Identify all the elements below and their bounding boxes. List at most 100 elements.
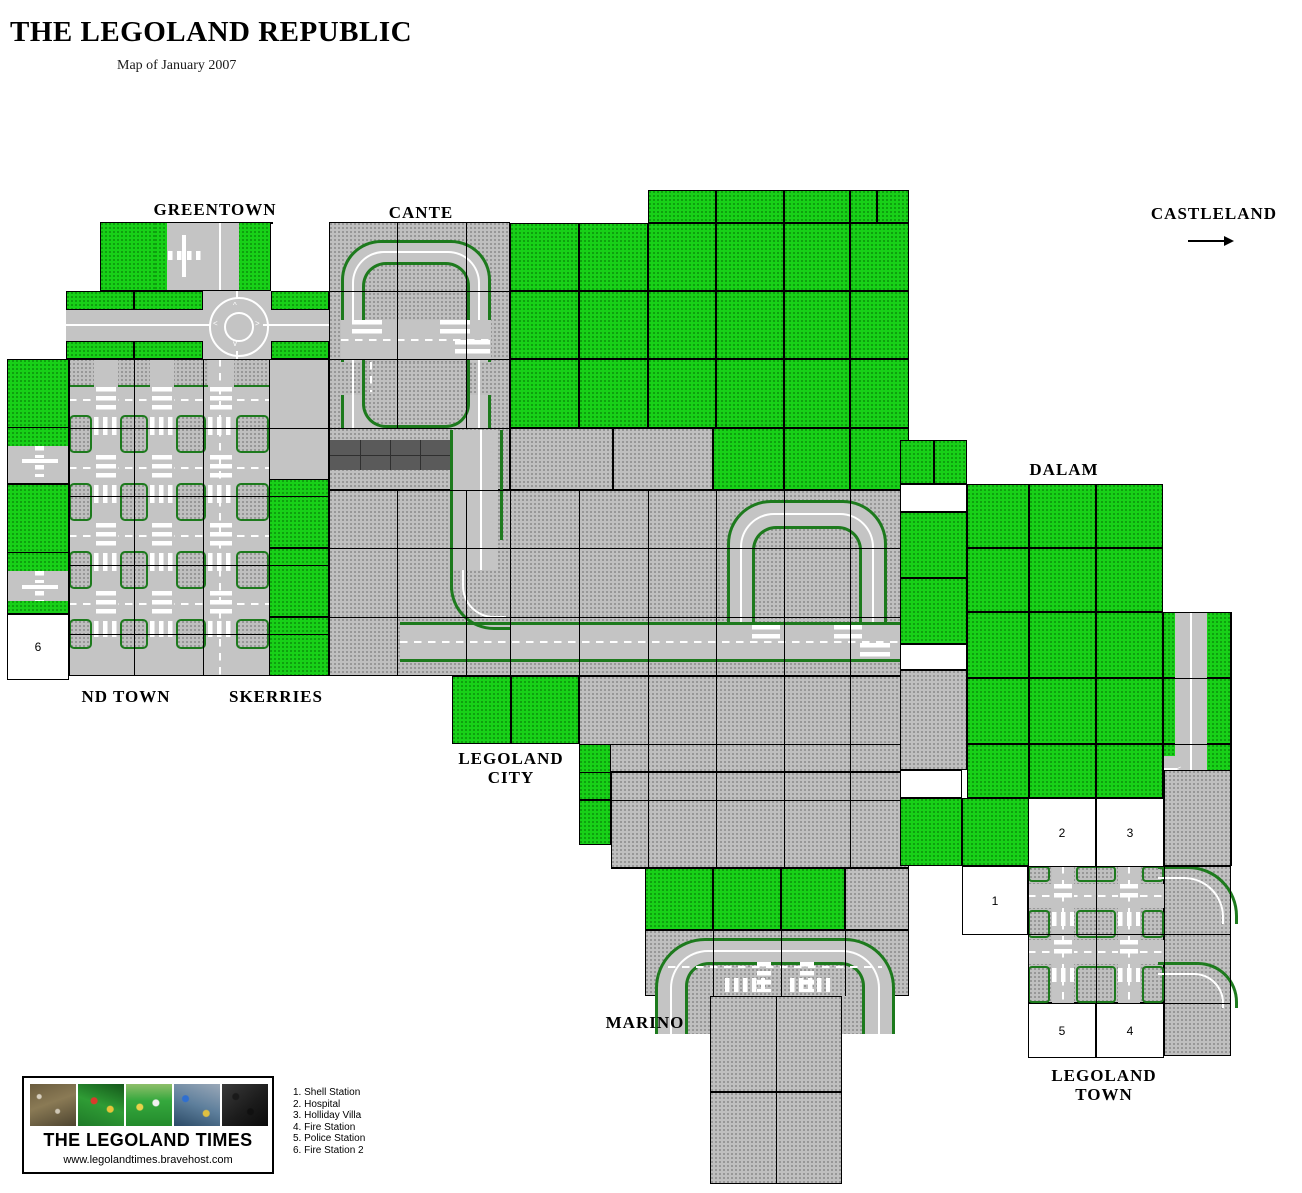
baseplate-green [1096, 548, 1163, 612]
baseplate-green [645, 868, 713, 930]
place-label-castleland: CASTLELAND [1150, 204, 1278, 223]
baseplate-green [510, 359, 579, 428]
crosswalk [152, 523, 172, 549]
crosswalk [208, 553, 234, 571]
baseplate-green [900, 512, 967, 578]
crosswalk [150, 621, 174, 637]
crosswalk [94, 417, 118, 435]
baseplate-gray [900, 670, 967, 770]
crosswalk [210, 523, 232, 549]
baseplate-green [1096, 484, 1163, 548]
baseplate-green [1096, 612, 1163, 678]
empty-plate [900, 484, 967, 512]
baseplate-green [7, 484, 69, 553]
plot-6[interactable]: 6 [7, 614, 69, 680]
crosswalk [440, 320, 470, 338]
place-label-nd-town: ND TOWN [81, 687, 171, 706]
baseplate-green [967, 484, 1029, 548]
baseplate-green [900, 440, 934, 484]
plot-number: 4 [1126, 1023, 1134, 1038]
road-plate-straight [203, 222, 239, 291]
baseplate-green [1029, 484, 1096, 548]
baseplate-green [579, 291, 648, 359]
baseplate-green [1029, 612, 1096, 678]
legend-item-4: 4. Fire Station [293, 1121, 356, 1133]
city-block [69, 483, 92, 521]
crosswalk [1118, 968, 1140, 982]
baseplate-gray [1164, 770, 1231, 866]
lego-model-photo-1 [30, 1084, 76, 1126]
plot-3[interactable]: 3 [1096, 798, 1164, 867]
plot-1[interactable]: 1 [962, 866, 1028, 935]
baseplate-green [850, 190, 877, 223]
baseplate-green [1029, 678, 1096, 744]
road-centre-line [66, 324, 329, 326]
roundabout-greentown: ^ v < > [203, 291, 271, 359]
baseplate-green [967, 744, 1029, 798]
plot-4[interactable]: 4 [1096, 1003, 1164, 1058]
lego-model-photo-5 [222, 1084, 268, 1126]
castleland-direction-arrow [1188, 236, 1234, 246]
crosswalk [152, 387, 172, 413]
newspaper-name: THE LEGOLAND TIMES [43, 1130, 253, 1150]
page-subtitle: Map of January 2007 [117, 58, 237, 73]
crosswalk [1120, 940, 1138, 954]
lego-model-photo-3 [126, 1084, 172, 1126]
plot-2[interactable]: 2 [1028, 798, 1096, 867]
place-label-skerries: SKERRIES [229, 687, 323, 706]
city-block [1028, 866, 1050, 882]
baseplate-green [1029, 744, 1096, 798]
baseplate-green [784, 428, 850, 490]
city-block [236, 415, 269, 453]
plot-number: 6 [34, 640, 42, 654]
city-block [1028, 910, 1050, 938]
crosswalk [1120, 884, 1138, 898]
baseplate-green [510, 223, 579, 291]
baseplate-green [900, 578, 967, 644]
baseplate-green [716, 223, 784, 291]
baseplate-green [784, 291, 850, 359]
baseplate-green [850, 359, 909, 428]
crosswalk [96, 455, 116, 481]
road-plate-deadend [7, 428, 69, 484]
baseplate-gray [510, 428, 613, 490]
crosswalk [94, 553, 118, 571]
baseplate-green [511, 676, 579, 744]
crosswalk [455, 340, 490, 358]
legend-item-6: 6. Fire Station 2 [293, 1144, 364, 1156]
crosswalk [94, 621, 118, 637]
road-plate-deadend [7, 553, 69, 614]
baseplate-green [967, 678, 1029, 744]
newspaper-masthead: THE LEGOLAND TIMES www.legolandtimes.bra… [22, 1076, 274, 1174]
crosswalk [1118, 912, 1140, 926]
baseplate-green [134, 291, 203, 310]
baseplate-green [784, 190, 850, 223]
newspaper-url[interactable]: www.legolandtimes.bravehost.com [63, 1154, 233, 1166]
lego-model-photo-2 [78, 1084, 124, 1126]
baseplate-green [850, 223, 909, 291]
crosswalk [1054, 940, 1072, 954]
baseplate-green [269, 617, 329, 676]
roundabout-inner-ring [224, 312, 254, 342]
plot-5[interactable]: 5 [1028, 1003, 1096, 1058]
baseplate-green [579, 223, 648, 291]
baseplate-green [134, 341, 203, 359]
baseplate-green [648, 291, 716, 359]
city-block [176, 415, 206, 453]
baseplate-green [1096, 744, 1163, 798]
city-block [176, 551, 206, 589]
crosswalk [96, 387, 116, 413]
baseplate-green [781, 868, 845, 930]
baseplate-green [877, 190, 909, 223]
baseplate-green [66, 341, 134, 359]
baseplate-green [66, 291, 134, 310]
baseplate-green [269, 548, 329, 617]
baseplate-green [579, 800, 611, 845]
roundabout-outer-ring [209, 297, 269, 357]
baseplate-green [850, 428, 909, 490]
legend-item-2: 2. Hospital [293, 1098, 341, 1110]
empty-plate [900, 644, 967, 670]
crosswalk [208, 485, 234, 503]
baseplate-green [962, 798, 1029, 866]
